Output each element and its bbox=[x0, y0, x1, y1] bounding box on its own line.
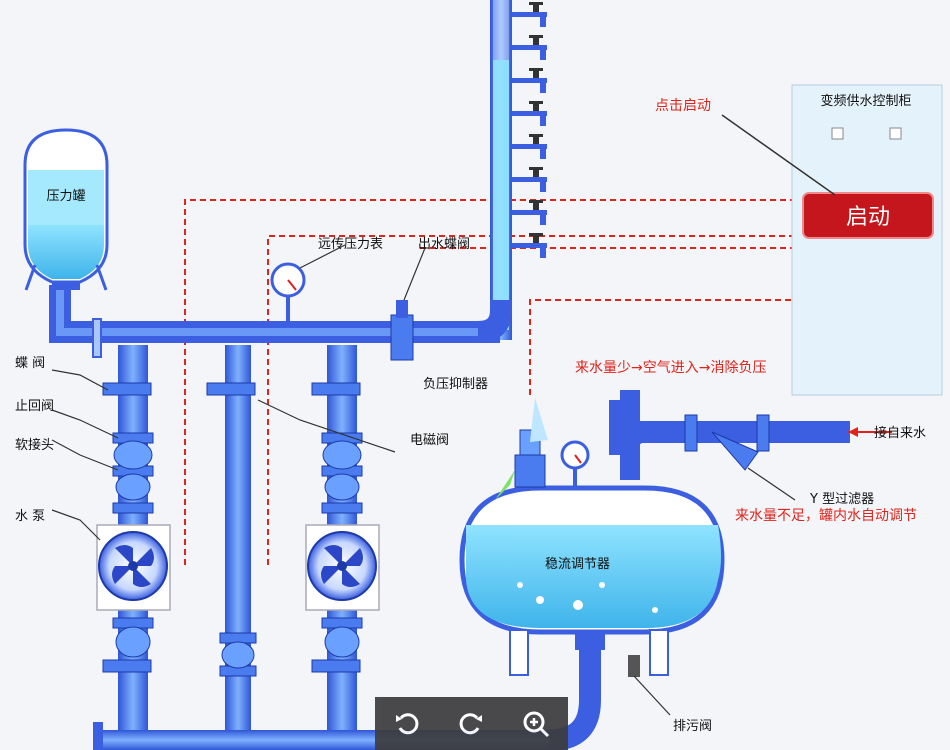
rotate-right-icon bbox=[460, 712, 483, 734]
control-lines bbox=[184, 199, 800, 565]
low-inflow-note: 来水量少→空气进入→消除负压 bbox=[575, 360, 766, 376]
left-callouts bbox=[51, 369, 396, 541]
riser-tap bbox=[512, 167, 547, 192]
remote-gauge-label: 远传压力表 bbox=[318, 237, 383, 252]
soft-joint-label: 软接头 bbox=[15, 437, 54, 453]
pressure-tank: 压力罐 bbox=[23, 128, 109, 291]
riser-tap bbox=[512, 200, 547, 225]
stabilizer-label: 稳流调节器 bbox=[545, 556, 610, 572]
outlet-butterfly-valve: 出水蝶阀 bbox=[390, 237, 470, 361]
drain-valve-label: 排污阀 bbox=[673, 719, 712, 734]
rotate-left-icon bbox=[396, 712, 419, 734]
check-valve-label: 止回阀 bbox=[15, 399, 54, 414]
insufficient-inflow-note: 来水量不足，罐内水自动调节 bbox=[735, 508, 917, 524]
stabilizer-tank bbox=[459, 390, 892, 677]
control-cabinet: 变频供水控制柜 bbox=[791, 84, 943, 396]
water-pump-1 bbox=[96, 524, 171, 611]
click-start-label: 点击启动 bbox=[655, 98, 711, 114]
water-pump-label: 水 泵 bbox=[15, 509, 45, 524]
riser-tap bbox=[512, 233, 547, 258]
riser-tap bbox=[512, 68, 547, 93]
image-viewer-toolbar bbox=[375, 697, 568, 750]
start-button[interactable]: 启动 bbox=[802, 192, 934, 239]
rotate-right-button[interactable] bbox=[451, 704, 491, 744]
pressure-tank-label: 压力罐 bbox=[46, 189, 85, 204]
main-header-pipe bbox=[49, 285, 512, 358]
water-pump-2 bbox=[305, 524, 380, 611]
riser-tap bbox=[512, 2, 547, 27]
outlet-valve-label: 出水蝶阀 bbox=[418, 237, 470, 252]
cabinet-title: 变频供水控制柜 bbox=[820, 93, 911, 109]
butterfly-valve-label: 蝶 阀 bbox=[15, 356, 45, 371]
riser-taps bbox=[512, 2, 547, 258]
start-button-label: 启动 bbox=[846, 205, 890, 230]
bypass-column bbox=[206, 345, 257, 730]
from-mains-label: 接自来水 bbox=[874, 425, 926, 441]
solenoid-valve-label: 电磁阀 bbox=[410, 433, 449, 448]
zoom-in-button[interactable] bbox=[516, 704, 556, 744]
remote-pressure-gauge: 远传压力表 bbox=[270, 237, 383, 322]
riser-tap bbox=[512, 101, 547, 126]
riser-tap bbox=[512, 35, 547, 60]
riser-pipe bbox=[490, 0, 512, 340]
neg-pressure-suppressor-label: 负压抑制器 bbox=[423, 377, 488, 392]
riser-tap bbox=[512, 134, 547, 159]
rotate-left-button[interactable] bbox=[387, 704, 427, 744]
y-filter-label: Y 型过滤器 bbox=[809, 492, 874, 507]
zoom-in-icon bbox=[523, 711, 549, 737]
